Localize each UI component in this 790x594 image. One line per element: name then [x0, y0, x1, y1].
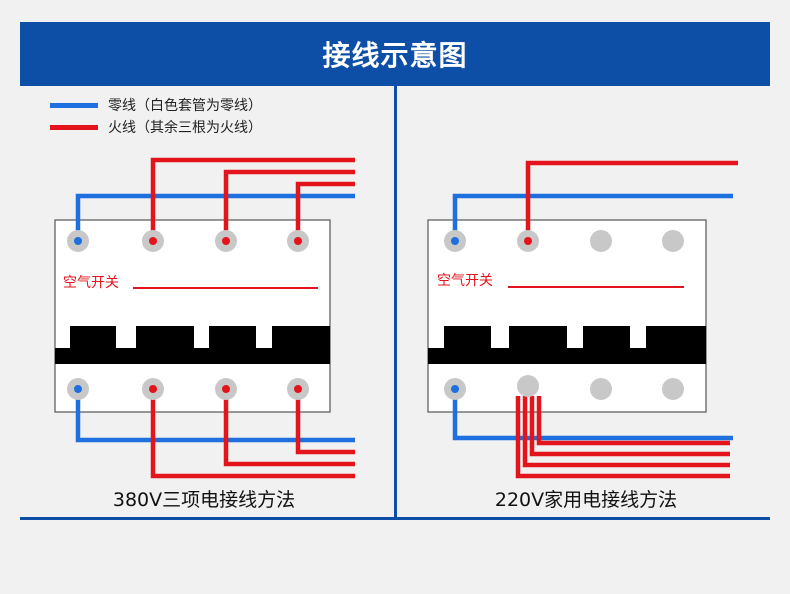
- terminal-top: [590, 230, 612, 252]
- wire-end: [451, 237, 459, 245]
- wire-end: [294, 385, 302, 393]
- vertical-divider: [394, 86, 397, 520]
- wire-end: [74, 385, 82, 393]
- legend: 零线（白色套管为零线） 火线（其余三根为火线）: [50, 94, 262, 138]
- wire-end: [74, 237, 82, 245]
- toggle-handle: [646, 326, 706, 350]
- caption-220v: 220V家用电接线方法: [494, 489, 678, 511]
- wire-end: [222, 385, 230, 393]
- live-wire-out-1p-4: [536, 396, 730, 446]
- live-wire-swatch: [50, 124, 98, 130]
- live-wire-out-3p-1: [150, 390, 355, 479]
- wire-end: [149, 237, 157, 245]
- breaker-body-3p: [54, 219, 331, 413]
- legend-live-text: 火线（其余三根为火线）: [108, 120, 262, 136]
- terminal-bottom: [662, 378, 684, 400]
- wire-end: [451, 385, 459, 393]
- toggle-handle: [136, 326, 194, 350]
- live-wire-in-3p-2: [223, 169, 355, 240]
- legend-item-live: 火线（其余三根为火线）: [50, 116, 262, 138]
- toggle-handle: [583, 326, 630, 350]
- page-title: 接线示意图: [322, 39, 468, 72]
- live-wire-out-1p-2: [522, 396, 730, 468]
- toggle-handle: [209, 326, 256, 350]
- terminal-top: [662, 230, 684, 252]
- caption-380v: 380V三项电接线方法: [112, 489, 296, 511]
- live-wire-in-1p: [525, 160, 738, 240]
- wire-end: [294, 237, 302, 245]
- toggle-bar-3p: [55, 348, 330, 364]
- single-phase-diagram: 空气开关: [427, 160, 738, 479]
- toggle-handle: [509, 326, 567, 350]
- toggle-handle: [444, 326, 491, 350]
- breaker-label-1p: 空气开关: [437, 273, 493, 289]
- neutral-wire-out-3p: [75, 390, 355, 443]
- terminal-bottom: [590, 378, 612, 400]
- live-wire-out-3p-2: [223, 390, 355, 467]
- neutral-wire-in-1p: [452, 193, 733, 240]
- terminal-bottom: [517, 375, 539, 397]
- legend-neutral-text: 零线（白色套管为零线）: [108, 98, 262, 114]
- live-wire-out-1p-1: [515, 396, 730, 479]
- breaker-body-1p: [427, 219, 707, 413]
- live-wire-in-3p-1: [150, 157, 355, 240]
- legend-item-neutral: 零线（白色套管为零线）: [50, 94, 262, 116]
- three-phase-diagram: 空气开关: [54, 157, 355, 479]
- toggle-bar-1p: [428, 348, 706, 364]
- title-banner: 接线示意图: [20, 22, 770, 86]
- toggle-handle: [70, 326, 116, 350]
- neutral-wire-in-3p: [75, 193, 355, 240]
- wire-end: [222, 237, 230, 245]
- breaker-label-3p: 空气开关: [63, 275, 119, 291]
- live-wire-in-3p-3: [295, 181, 355, 240]
- toggle-handle: [272, 326, 330, 350]
- live-wire-out-1p-3: [529, 396, 730, 457]
- neutral-wire-swatch: [50, 102, 98, 108]
- neutral-wire-out-1p: [452, 390, 733, 441]
- live-wire-out-3p-3: [295, 390, 355, 455]
- horizontal-divider: [20, 517, 770, 520]
- wire-end: [524, 237, 532, 245]
- wire-end: [149, 385, 157, 393]
